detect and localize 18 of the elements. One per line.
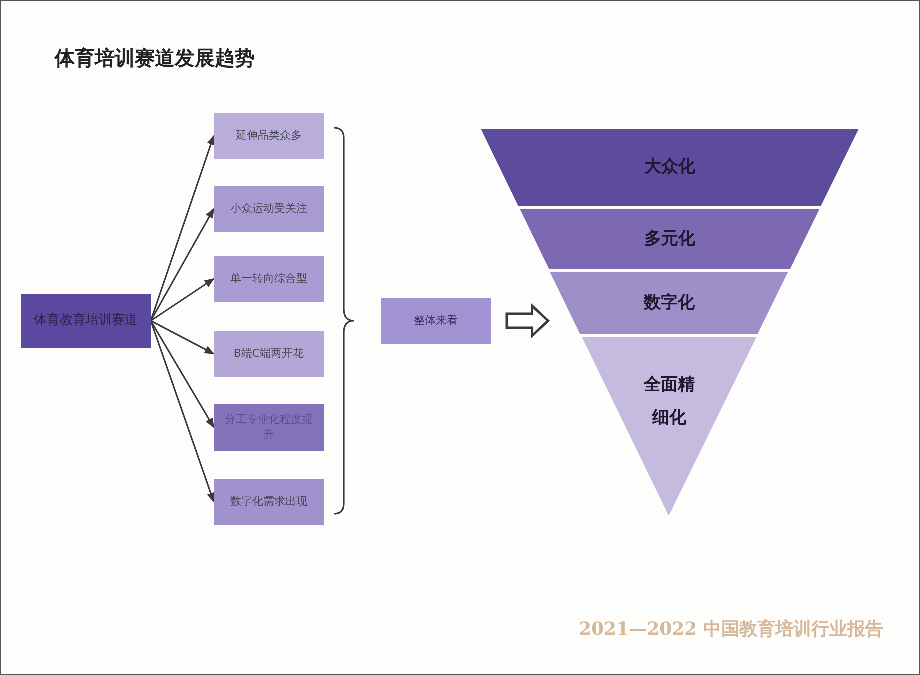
arrow [150, 320, 215, 355]
arrow [150, 208, 215, 322]
band-label: 多元化 [643, 228, 696, 251]
arrow [150, 278, 215, 322]
process-box: 体育教育培训赛道 [21, 294, 151, 348]
band-label: 大众化 [644, 156, 696, 180]
diagram-title: 体育培训赛道发展趋势 [55, 45, 255, 72]
hollow-arrow [506, 303, 550, 339]
arrow [150, 320, 215, 428]
process-box: 数字化需求出现 [214, 479, 324, 525]
process-box: 延伸品类众多 [214, 113, 324, 159]
band-label: 全面精细化 [642, 374, 696, 430]
process-box: 小众运动受关注 [214, 186, 324, 232]
band-label: 数字化 [642, 292, 696, 315]
process-box: B端C端两开花 [214, 331, 324, 377]
report-title: 2021—2022 中国教育培训行业报告 [579, 618, 884, 641]
process-box: 整体来看 [381, 298, 491, 344]
process-box: 单一转向综合型 [214, 256, 324, 302]
